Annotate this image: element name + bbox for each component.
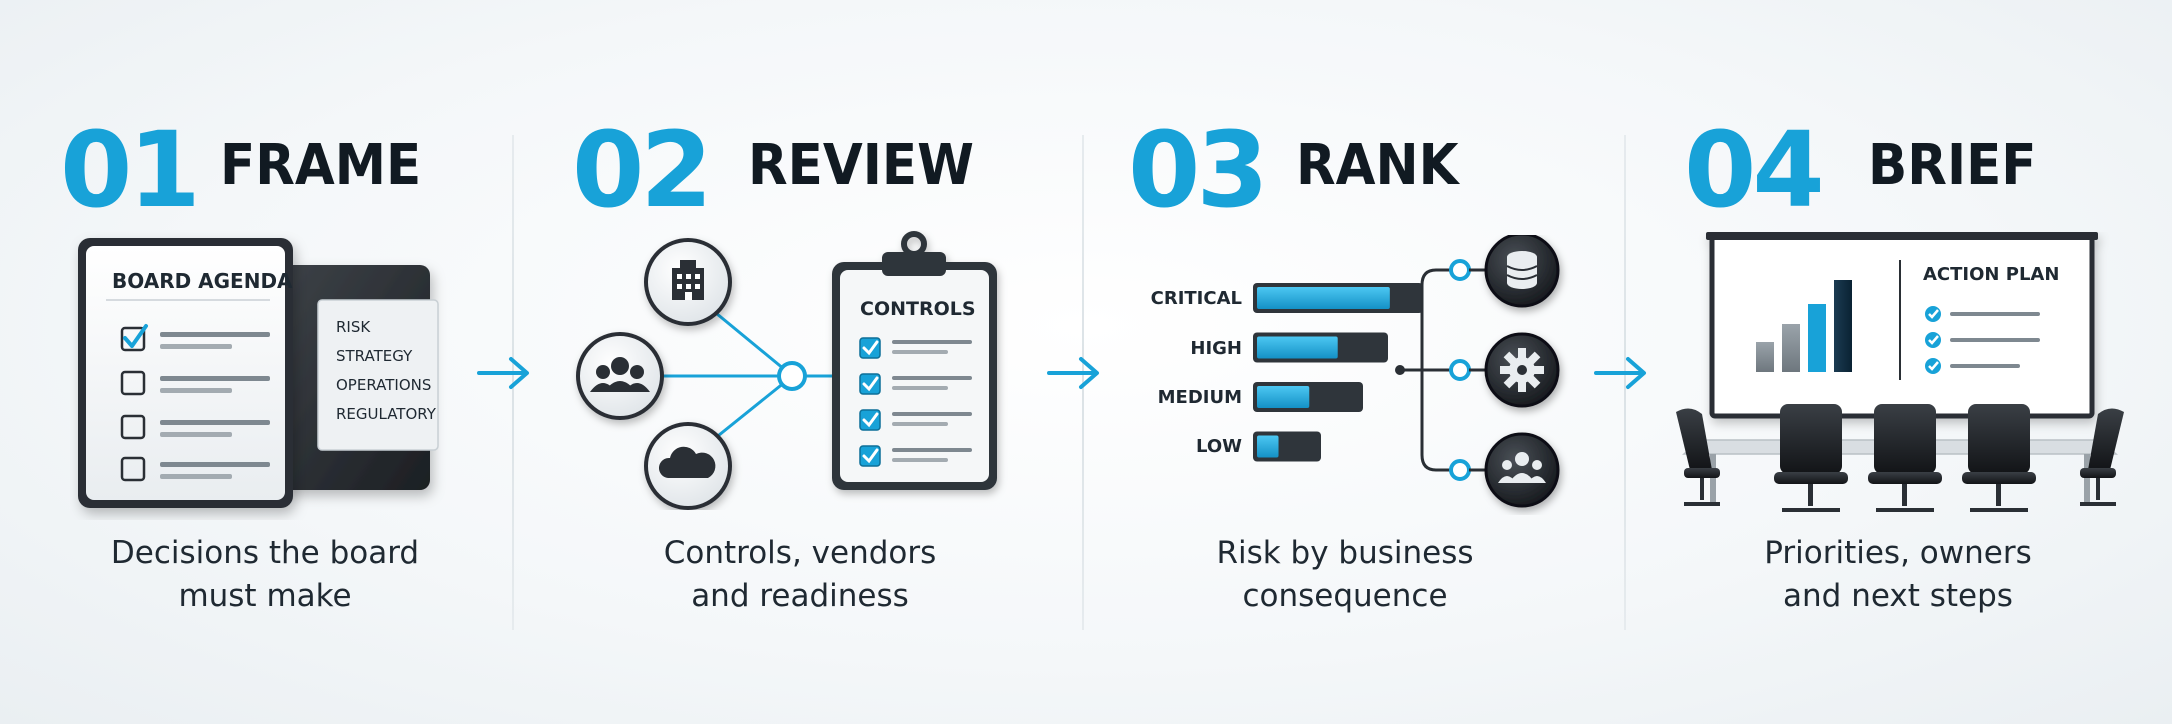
people-icon <box>576 332 664 420</box>
agenda-row <box>120 456 270 482</box>
arrow-right-icon <box>1594 357 1646 389</box>
check-icon <box>123 324 148 348</box>
action-item <box>1925 332 2040 348</box>
chair <box>1676 408 1720 506</box>
caption-line: Priorities, owners <box>1764 535 2032 571</box>
controls-review-illustration: CONTROLS <box>576 231 997 510</box>
caption-line: Controls, vendors <box>663 535 937 571</box>
risk-level-label: CRITICAL <box>1151 288 1242 309</box>
tab-item: OPERATIONS <box>336 376 431 394</box>
caption-line: must make <box>178 578 352 614</box>
tab-item: REGULATORY <box>336 405 437 423</box>
chair <box>2080 408 2124 506</box>
agenda-row <box>120 414 270 440</box>
risk-level-label: HIGH <box>1190 338 1242 359</box>
junction-node <box>777 361 807 391</box>
chair <box>1774 404 1848 512</box>
step-caption: Risk by business consequence <box>1155 532 1535 618</box>
arrow-right-icon <box>477 357 529 389</box>
clipboard-row <box>859 409 972 431</box>
chair <box>1868 404 1942 512</box>
divider-2 <box>1082 135 1084 630</box>
tab-card <box>317 299 439 451</box>
chair <box>1962 404 2036 512</box>
risk-bar-fill <box>1257 336 1338 359</box>
step-title: FRAME <box>220 133 422 198</box>
step-title: REVIEW <box>748 133 974 198</box>
divider-3 <box>1624 135 1626 630</box>
presentation-screen <box>1706 232 2098 419</box>
tab-item: RISK <box>336 318 371 336</box>
agenda-title: BOARD AGENDA <box>112 269 293 293</box>
arrow-right-icon <box>1047 357 1099 389</box>
risk-ranking-illustration: CRITICAL HIGH MEDIUM LOW <box>1151 235 1560 508</box>
step-caption: Decisions the board must make <box>75 532 455 618</box>
board-agenda-illustration: RISK STRATEGY OPERATIONS REGULATORY BOAR… <box>78 238 439 508</box>
step-caption: Priorities, owners and next steps <box>1708 532 2088 618</box>
step-number: 03 <box>1128 109 1269 231</box>
agenda-row <box>120 324 270 352</box>
tab-item: STRATEGY <box>336 347 413 365</box>
agenda-paper <box>86 246 285 500</box>
clipboard-title: CONTROLS <box>860 298 976 320</box>
step-caption: Controls, vendors and readiness <box>610 532 990 618</box>
caption-line: consequence <box>1242 578 1448 614</box>
step-number: 02 <box>572 109 713 231</box>
caption-line: Risk by business <box>1216 535 1474 571</box>
step-number: 04 <box>1684 109 1825 231</box>
clipboard-row <box>859 445 972 467</box>
caption-line: and readiness <box>691 578 909 614</box>
caption-line: Decisions the board <box>110 535 420 571</box>
screen-title: ACTION PLAN <box>1923 264 2059 285</box>
caption-line: and next steps <box>1783 578 2013 614</box>
risk-level-label: MEDIUM <box>1158 387 1242 408</box>
action-item <box>1925 358 2020 374</box>
risk-level-label: LOW <box>1196 436 1242 457</box>
step-number: 01 <box>60 109 201 231</box>
clipboard-row <box>859 337 972 359</box>
divider-1 <box>512 135 514 630</box>
risk-bar-fill <box>1257 287 1390 309</box>
clipboard-row <box>859 373 972 395</box>
risk-bar-fill <box>1257 435 1279 458</box>
action-item <box>1925 306 2040 322</box>
risk-bar-fill <box>1257 386 1310 408</box>
step-title: BRIEF <box>1868 133 2037 198</box>
group-icon <box>1484 432 1560 508</box>
step-title: RANK <box>1296 133 1459 198</box>
boardroom-illustration: ACTION PLAN <box>1676 232 2124 512</box>
agenda-row <box>120 370 270 396</box>
